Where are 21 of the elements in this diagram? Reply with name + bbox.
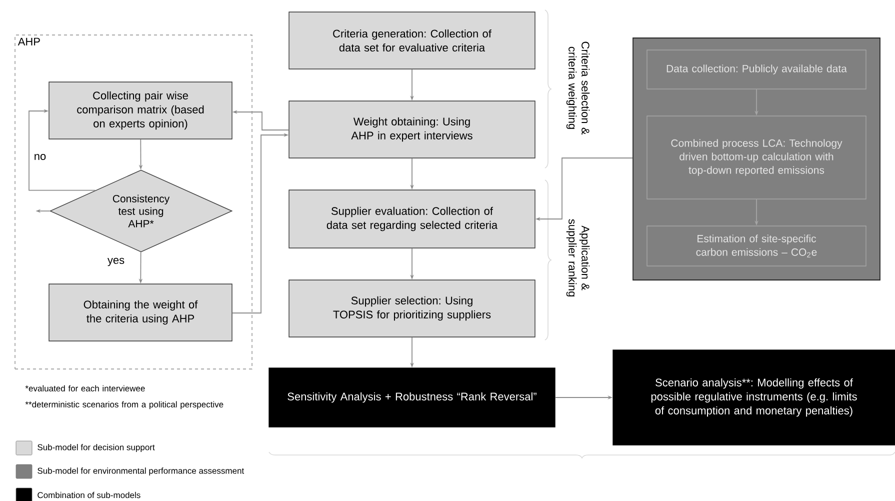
process-box: Combined process LCA: Technology driven bottom-up calculation with top-down reported emissions: [646, 116, 866, 200]
process-box: Collecting pair wise comparison matrix (based on experts opinion): [48, 82, 232, 140]
arrow: [28, 109, 96, 191]
footnote: *evaluated for each interviewee: [25, 385, 145, 392]
legend-text: Sub-model for environmental performance assessment: [38, 468, 244, 476]
process-box: Supplier evaluation: Collection of data set regarding selected criteria: [288, 190, 536, 248]
bracket-label: Application & supplier ranking: [566, 219, 590, 296]
legend-text: Combination of sub-models: [38, 492, 140, 498]
process-box: Weight obtaining: Using AHP in expert interviews: [288, 100, 536, 158]
legend-text: Sub-model for decision support: [38, 444, 155, 452]
process-box: Data collection: Publicly available data: [646, 50, 866, 90]
bracket-label: Criteria selection & criteria weighting: [566, 42, 590, 135]
process-box: Scenario analysis**: Modelling effects of possible regulative instruments (e.g. limits of consumption and monetary penalties): [612, 350, 895, 446]
footnote: **deterministic scenarios from a political perspective: [25, 401, 224, 410]
process-box: Obtaining the weight of the criteria using AHP: [48, 284, 232, 342]
edge-label: yes: [106, 256, 126, 268]
process-box: Estimation of site-specific carbon emissions – CO$_{2}$e: [646, 226, 866, 266]
edge-label: no: [32, 152, 48, 161]
process-box: Criteria generation: Collection of data set for evaluative criteria: [288, 12, 536, 70]
process-box: Sensitivity Analysis + Robustness “Rank Reversal”: [268, 368, 556, 428]
process-box: Supplier selection: Using TOPSIS for prioritizing suppliers: [288, 280, 536, 338]
